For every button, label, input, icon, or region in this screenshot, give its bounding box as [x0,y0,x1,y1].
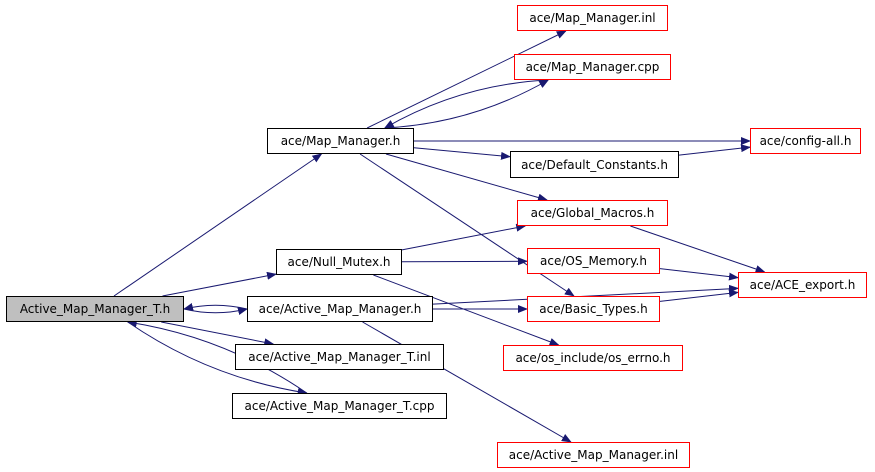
node-label: ace/Active_Map_Manager.h [258,302,422,316]
node-label: ace/Default_Constants.h [521,157,668,172]
edge-os-memory-h-to-ace-export-h [659,268,739,281]
node-active-map-manager-t-cpp[interactable]: ace/Active_Map_Manager_T.cpp [232,393,447,419]
node-label: ace/Null_Mutex.h [287,255,391,269]
edge-active-map-manager-t-h-to-active-map-manager-t-cpp [127,321,308,396]
node-active-map-manager-t-inl[interactable]: ace/Active_Map_Manager_T.inl [235,344,444,370]
edge-null-mutex-h-to-os-errno-h [373,274,560,346]
node-active-map-manager-t-h: Active_Map_Manager_T.h [6,296,184,322]
edge-active-map-manager-h-to-active-map-manager-t-h [183,303,248,311]
node-null-mutex-h[interactable]: ace/Null_Mutex.h [276,249,402,275]
node-map-manager-inl[interactable]: ace/Map_Manager.inl [517,5,668,31]
node-global-macros-h[interactable]: ace/Global_Macros.h [517,200,668,226]
node-os-errno-h[interactable]: ace/os_include/os_errno.h [503,345,683,371]
edge-global-macros-h-to-ace-export-h [630,225,766,273]
node-map-manager-cpp[interactable]: ace/Map_Manager.cpp [514,54,671,80]
node-label: ace/Active_Map_Manager_T.cpp [244,399,435,413]
node-label: ace/os_include/os_errno.h [515,351,671,365]
node-label: ace/Active_Map_Manager_T.inl [248,350,431,364]
edge-map-manager-h-to-default-constants-h [413,147,511,160]
node-config-all-h[interactable]: ace/config-all.h [750,128,861,154]
node-default-constants-h[interactable]: ace/Default_Constants.h [510,151,679,178]
edge-map-manager-cpp-to-map-manager-h [383,79,549,129]
edge-active-map-manager-t-h-to-null-mutex-h [162,271,277,297]
node-os-memory-h[interactable]: ace/OS_Memory.h [527,248,660,274]
node-label: ace/Global_Macros.h [530,206,655,220]
node-label: ace/Map_Manager.inl [529,11,656,25]
edge-active-map-manager-t-h-to-active-map-manager-t-inl [161,321,275,347]
edge-active-map-manager-t-cpp-to-active-map-manager-t-h [126,319,308,394]
node-label: ace/ACE_export.h [749,278,856,292]
edge-active-map-manager-t-h-to-active-map-manager-h [183,307,248,315]
node-basic-types-h[interactable]: ace/Basic_Types.h [527,296,660,322]
node-active-map-manager-inl[interactable]: ace/Active_Map_Manager.inl [497,442,690,468]
node-label: ace/Basic_Types.h [539,302,648,316]
node-label: ace/config-all.h [759,134,852,148]
edge-default-constants-h-to-config-all-h [678,144,751,156]
edge-active-map-manager-h-to-active-map-manager-inl [362,321,572,443]
edge-map-manager-h-to-global-macros-h [385,153,548,202]
node-label: ace/Map_Manager.h [280,134,401,148]
edge-null-mutex-h-to-global-macros-h [401,223,527,251]
node-label: Active_Map_Manager_T.h [19,302,171,316]
node-ace-export-h[interactable]: ace/ACE_export.h [738,272,867,298]
edge-map-manager-h-to-map-manager-cpp [384,79,550,129]
node-label: ace/Active_Map_Manager.inl [508,448,679,462]
node-map-manager-h[interactable]: ace/Map_Manager.h [267,128,414,154]
node-label: ace/OS_Memory.h [540,254,647,268]
edge-basic-types-h-to-ace-export-h [659,289,739,302]
node-active-map-manager-h[interactable]: ace/Active_Map_Manager.h [247,296,433,322]
edge-active-map-manager-t-h-to-map-manager-h [113,153,323,297]
edge-map-manager-h-to-map-manager-inl [366,30,567,129]
node-label: ace/Map_Manager.cpp [525,60,660,74]
